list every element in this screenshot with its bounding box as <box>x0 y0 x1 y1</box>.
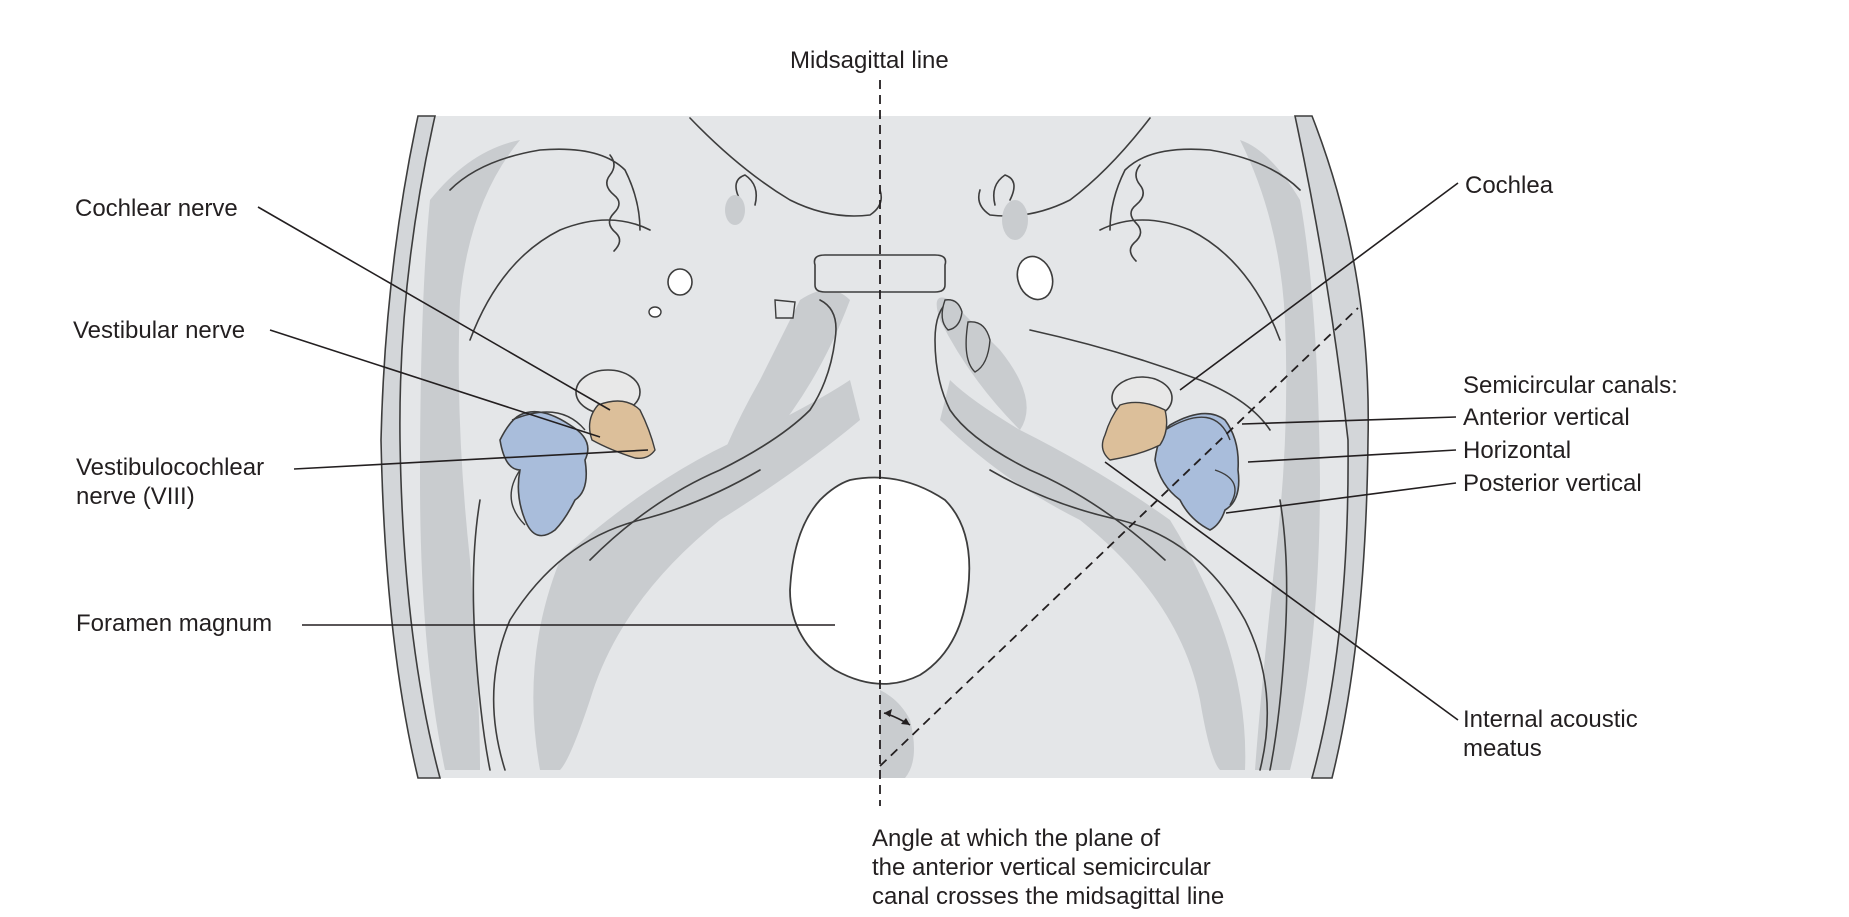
left-groove-spot <box>725 195 745 225</box>
label-angle-line3: canal crosses the midsagittal line <box>872 883 1224 910</box>
left-occipital-contour <box>492 469 761 771</box>
left-labyrinth-loop <box>510 411 586 526</box>
skull-base <box>380 115 1370 779</box>
label-cochlear-nerve: Cochlear nerve <box>75 195 238 222</box>
canal-plane-dashed-line <box>879 307 1359 767</box>
dorsum-sellae <box>813 254 947 293</box>
leader-lines <box>257 182 1459 721</box>
right-foramen-ovale <box>1016 255 1054 301</box>
left-bony-fragment <box>774 299 796 319</box>
right-bony-fragment-1 <box>941 299 963 331</box>
left-clivus-shade <box>700 290 850 520</box>
right-suture <box>1129 164 1144 262</box>
leader-vestibular-nerve <box>269 329 601 438</box>
left-inner-ear <box>499 369 656 537</box>
label-foramen-magnum: Foramen magnum <box>76 610 272 637</box>
right-inner-wall-line <box>1269 499 1288 771</box>
label-horizontal: Horizontal <box>1463 437 1571 464</box>
right-petrous-ridge <box>934 299 1166 561</box>
right-petrous-shade <box>940 380 1246 770</box>
left-lateral-shade <box>420 140 520 770</box>
left-labyrinth <box>499 410 589 537</box>
label-internal-acoustic-line1: Internal acoustic <box>1463 706 1638 733</box>
right-clinoid <box>992 174 1015 206</box>
label-vestibulocochlear-line2: nerve (VIII) <box>76 483 195 510</box>
right-lateral-shade <box>1240 140 1320 770</box>
label-cochlea: Cochlea <box>1465 172 1554 199</box>
label-vestibulocochlear-line1: Vestibulocochlear <box>76 454 264 481</box>
left-skull-wall <box>380 115 442 779</box>
left-petrous-shade <box>533 380 860 770</box>
angle-arrowhead-left <box>884 709 892 717</box>
anterior-cranial-contour <box>689 117 1151 217</box>
leader-posterior-vertical <box>1225 482 1457 514</box>
label-midsagittal-line: Midsagittal line <box>790 47 949 74</box>
label-posterior-vertical: Posterior vertical <box>1463 470 1642 497</box>
angle-arrowhead-right <box>901 718 910 725</box>
label-angle-line2: the anterior vertical semicircular <box>872 854 1211 881</box>
right-nerve-bundle <box>1101 401 1168 461</box>
label-angle-line1: Angle at which the plane of <box>872 825 1161 852</box>
leader-anterior-vertical <box>1241 416 1457 425</box>
left-suture <box>606 154 621 252</box>
left-foramen-ovale <box>667 268 693 296</box>
label-internal-acoustic-line2: meatus <box>1463 735 1542 762</box>
right-jugular-spot <box>1156 566 1184 598</box>
leader-cochlear-nerve <box>257 206 611 411</box>
leader-internal-acoustic-meatus <box>1104 461 1459 721</box>
right-inner-ear <box>1101 376 1240 531</box>
right-groove-spot <box>1002 200 1028 240</box>
left-petrous-ridge <box>589 299 837 561</box>
leader-cochlea <box>1179 182 1459 391</box>
left-nerve-bundle <box>588 400 656 460</box>
left-sphenoid-contour <box>449 148 651 341</box>
right-skull-wall <box>1294 115 1370 779</box>
left-inner-wall-line <box>472 499 491 771</box>
left-foramen-small <box>648 306 662 318</box>
leader-horizontal <box>1247 449 1457 463</box>
left-jugular-spot <box>566 581 594 613</box>
label-semicircular-canals: Semicircular canals: <box>1463 372 1678 399</box>
right-occipital-contour <box>989 469 1269 771</box>
left-clinoid <box>735 174 758 206</box>
label-vestibular-nerve: Vestibular nerve <box>73 317 245 344</box>
right-bony-fragment-2 <box>965 321 991 373</box>
right-sphenoid-contour <box>1099 148 1301 341</box>
leader-vestibulocochlear <box>293 449 649 470</box>
label-anterior-vertical: Anterior vertical <box>1463 404 1630 431</box>
